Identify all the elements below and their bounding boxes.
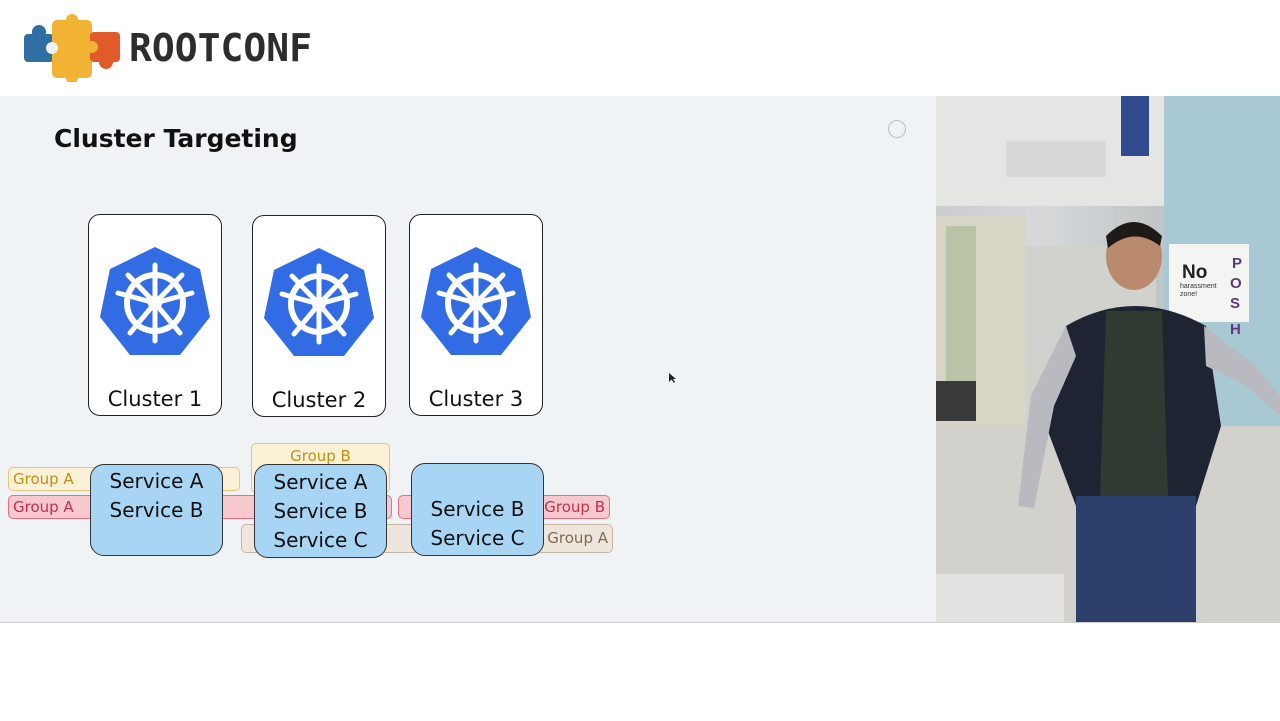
kubernetes-icon <box>421 247 531 355</box>
slide-title: Cluster Targeting <box>54 124 298 153</box>
group-label: Group B <box>290 447 351 465</box>
service-name: Service B <box>109 498 204 522</box>
posh-letter: P <box>1232 255 1242 272</box>
sign-text: No <box>1182 262 1207 283</box>
speaker-webcam-feed: No harassment zone! P O S H <box>936 96 1280 622</box>
service-box-1: Service A Service B <box>90 464 223 556</box>
service-name: Service B <box>273 499 368 523</box>
bottom-bar <box>0 622 1280 721</box>
cluster-card-3: Cluster 3 <box>409 214 543 416</box>
cluster-card-2: Cluster 2 <box>252 215 386 417</box>
speaker-video-frame: No harassment zone! P O S H <box>936 96 1280 622</box>
cluster-label: Cluster 1 <box>107 387 203 411</box>
sign-text: harassment <box>1180 283 1217 290</box>
kubernetes-icon <box>264 248 374 356</box>
service-name: Service B <box>430 497 525 521</box>
cluster-label: Cluster 3 <box>428 387 524 411</box>
service-name: Service C <box>273 528 368 552</box>
posh-letter: S <box>1230 295 1240 312</box>
group-label: Group A <box>547 529 608 547</box>
presentation-slide: Cluster Targeting Cluster 1 <box>0 96 936 622</box>
posh-letter: O <box>1230 275 1242 292</box>
sign-text: zone! <box>1180 291 1197 298</box>
mouse-cursor-icon <box>669 373 676 383</box>
rootconf-puzzle-logo-icon <box>24 14 120 82</box>
cluster-label: Cluster 2 <box>271 388 367 412</box>
brand-name: ROOTCONF <box>129 26 313 70</box>
group-label: Group A <box>13 470 74 488</box>
service-name: Service A <box>273 470 368 494</box>
group-label: Group B <box>544 498 605 516</box>
header: ROOTCONF <box>0 0 1280 96</box>
service-name: Service C <box>430 526 525 550</box>
slide-watermark-icon <box>888 120 906 138</box>
service-name: Service A <box>109 469 204 493</box>
posh-letter: H <box>1230 321 1241 338</box>
group-label: Group A <box>13 498 74 516</box>
cluster-card-1: Cluster 1 <box>88 214 222 416</box>
service-box-3: Service B Service C <box>411 463 544 556</box>
service-box-2: Service A Service B Service C <box>254 464 387 558</box>
kubernetes-icon <box>100 247 210 355</box>
